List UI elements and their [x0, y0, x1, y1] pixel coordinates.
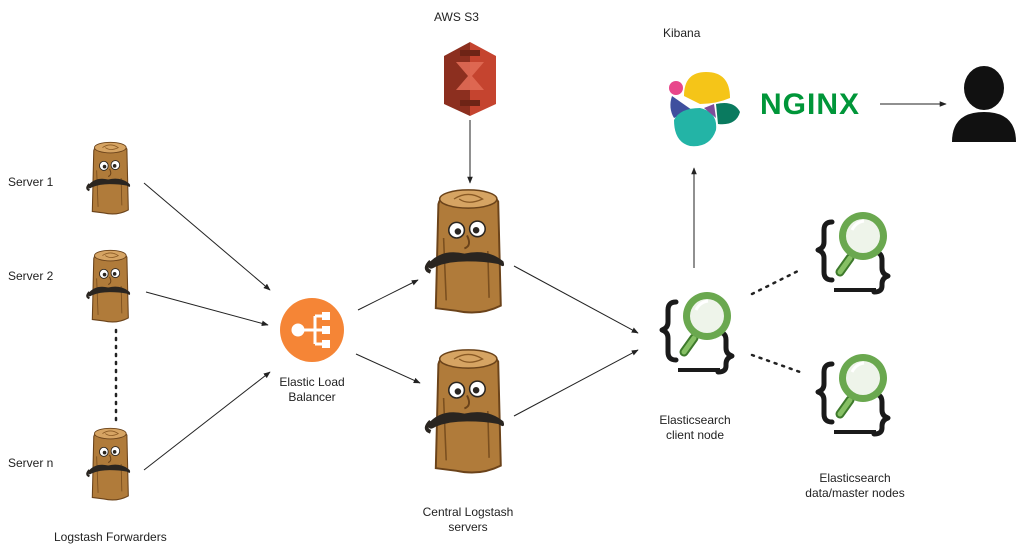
logstash-icon-central2 [424, 347, 506, 475]
elasticsearch-client-node-icon [662, 292, 732, 372]
nginx-logo: NGINX [760, 88, 861, 121]
logstash-icon-server1 [86, 141, 132, 216]
label-logstash-forwarders: Logstash Forwarders [54, 530, 167, 544]
connector-lines [114, 101, 947, 471]
arrow-elb-central2 [355, 353, 421, 384]
dotted-es-data-bottom [750, 353, 802, 374]
label-es-data-line1: Elasticsearch [819, 471, 891, 485]
elasticsearch-data-node-icon-1 [818, 212, 888, 292]
label-central-logstash: Central Logstash servers [408, 505, 528, 535]
logstash-icon-server2 [86, 249, 132, 324]
arrow-central1-esclient [513, 265, 639, 334]
label-elastic-load-balancer: Elastic Load Balancer [262, 375, 362, 405]
label-central-line2: servers [448, 520, 488, 534]
load-balancer-icon [280, 298, 344, 362]
label-elb-line1: Elastic Load [279, 375, 345, 389]
s3-bucket-icon [444, 42, 496, 116]
label-kibana: Kibana [663, 26, 701, 40]
label-aws-s3: AWS S3 [434, 10, 479, 24]
label-server-2: Server 2 [8, 269, 54, 283]
logstash-icon-servern [86, 427, 132, 502]
label-central-line1: Central Logstash [422, 505, 514, 519]
label-es-client-line2: client node [665, 428, 725, 442]
label-es-data-line2: data/master nodes [805, 486, 905, 500]
label-server-1: Server 1 [8, 175, 54, 189]
dotted-es-data-top [750, 268, 802, 296]
arrow-servern-elb [143, 371, 271, 471]
user-icon [952, 66, 1016, 142]
elasticsearch-data-node-icon-2 [818, 354, 888, 434]
label-elb-line2: Balancer [288, 390, 336, 404]
arrow-central2-esclient [513, 349, 639, 417]
label-es-client-line1: Elasticsearch [659, 413, 731, 427]
logstash-icon-central1 [424, 187, 506, 315]
arrow-server2-elb [145, 291, 269, 327]
label-es-data-nodes: Elasticsearch data/master nodes [790, 471, 920, 501]
arrow-elb-central1 [357, 279, 419, 311]
kibana-logo-icon [669, 72, 740, 147]
label-server-n: Server n [8, 456, 54, 470]
label-es-client-node: Elasticsearch client node [640, 413, 750, 443]
arrow-server1-elb [143, 182, 271, 291]
